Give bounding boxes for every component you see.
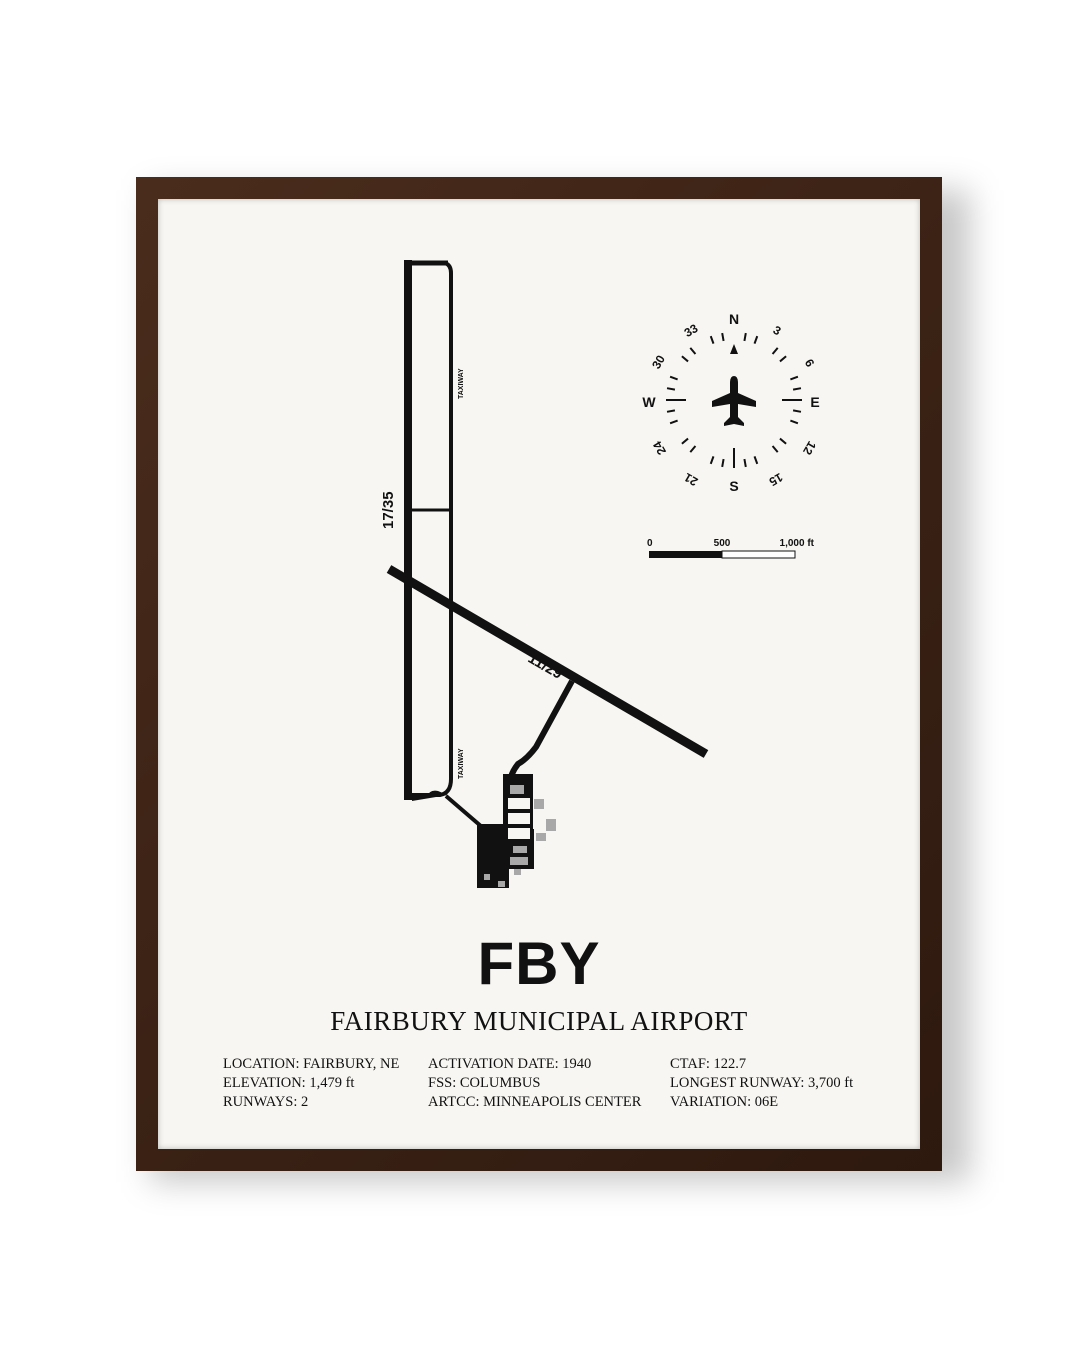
airplane-icon <box>712 376 756 426</box>
taxiway-corner-fillet <box>412 790 448 801</box>
scale-bar-white <box>721 550 796 559</box>
info-variation: VARIATION: 06E <box>670 1094 779 1110</box>
apron-area <box>477 774 556 888</box>
hangar-9 <box>510 857 528 865</box>
hangar-11 <box>498 881 505 887</box>
compass-w: W <box>642 394 656 410</box>
compass-tick <box>669 419 678 425</box>
info-column-1: LOCATION: FAIRBURY, NE ELEVATION: 1,479 … <box>223 1055 399 1112</box>
compass-tick <box>792 387 802 391</box>
compass-30: 30 <box>649 352 668 371</box>
compass-3: 3 <box>771 323 784 339</box>
compass-tick <box>666 409 676 413</box>
compass-tick <box>753 456 759 465</box>
scale-label-1000: 1,000 ft <box>780 538 815 549</box>
compass-tick <box>790 419 799 425</box>
compass-tick <box>721 458 725 468</box>
compass-tick <box>689 445 697 453</box>
hangar-7 <box>536 833 546 841</box>
compass-tick <box>790 375 799 381</box>
info-activation-date: ACTIVATION DATE: 1940 <box>428 1056 592 1072</box>
compass-tick <box>689 347 697 355</box>
info-location: LOCATION: FAIRBURY, NE <box>223 1056 400 1072</box>
north-arrow-icon <box>730 344 738 354</box>
compass-21: 21 <box>681 470 700 489</box>
label-runway-11-29: 11/29 <box>525 650 565 683</box>
compass-tick <box>709 456 715 465</box>
scale-label-0: 0 <box>647 538 653 549</box>
hangar-6 <box>546 819 556 831</box>
compass-tick <box>721 332 725 342</box>
compass-tick <box>669 375 678 381</box>
info-column-3: CTAF: 122.7 LONGEST RUNWAY: 3,700 ft VAR… <box>670 1055 853 1112</box>
compass-tick <box>743 332 747 342</box>
info-column-2: ACTIVATION DATE: 1940 FSS: COLUMBUS ARTC… <box>428 1055 641 1112</box>
label-runway-17-35: 17/35 <box>380 491 397 529</box>
hangar-3 <box>508 813 530 824</box>
compass-tick <box>779 437 787 445</box>
poster-frame: 17/35 11/29 TAXIWAY TAXIWAY N S E W 3 6 … <box>136 177 942 1171</box>
runway-17-35-group <box>404 260 484 829</box>
compass-n: N <box>729 311 739 327</box>
compass-tick <box>792 409 802 413</box>
compass-33: 33 <box>682 321 701 340</box>
compass-6: 6 <box>802 357 818 370</box>
poster-paper: 17/35 11/29 TAXIWAY TAXIWAY N S E W 3 6 … <box>158 199 920 1149</box>
info-longest-runway: LONGEST RUNWAY: 3,700 ft <box>670 1075 854 1091</box>
label-taxiway-upper: TAXIWAY <box>458 368 465 399</box>
info-artcc: ARTCC: MINNEAPOLIS CENTER <box>428 1094 642 1110</box>
airport-code: FBY <box>477 930 601 997</box>
info-fss: FSS: COLUMBUS <box>428 1075 541 1091</box>
hangar-5 <box>534 799 544 809</box>
hangar-12 <box>514 869 521 875</box>
compass-tick <box>681 355 689 363</box>
compass-s: S <box>729 478 738 494</box>
airport-diagram: 17/35 11/29 TAXIWAY TAXIWAY N S E W 3 6 … <box>380 260 820 888</box>
airport-name: FAIRBURY MUNICIPAL AIRPORT <box>330 1006 748 1036</box>
info-elevation: ELEVATION: 1,479 ft <box>223 1075 355 1091</box>
taxiway-11-29-connector <box>507 679 575 785</box>
compass-e: E <box>810 394 819 410</box>
compass-tick <box>771 445 779 453</box>
scale-bar-black <box>649 551 722 558</box>
label-taxiway-lower: TAXIWAY <box>458 748 465 779</box>
taxiway-parallel <box>412 261 453 797</box>
compass-15: 15 <box>766 470 785 489</box>
info-ctaf: CTAF: 122.7 <box>670 1056 747 1072</box>
taxiway-to-apron <box>444 794 484 829</box>
compass-24: 24 <box>650 438 669 457</box>
compass-tick <box>709 335 715 344</box>
compass-rose: N S E W 3 6 12 15 21 24 30 33 <box>642 311 819 494</box>
compass-12: 12 <box>800 439 819 458</box>
compass-tick <box>666 387 676 391</box>
info-runways: RUNWAYS: 2 <box>223 1094 309 1110</box>
scale-label-500: 500 <box>714 538 731 549</box>
compass-tick <box>681 437 689 445</box>
scale-bar: 0 500 1,000 ft <box>647 538 815 559</box>
hangar-8 <box>513 846 527 853</box>
hangar-2 <box>508 798 530 809</box>
compass-tick <box>743 458 747 468</box>
runway-17-35 <box>404 260 412 800</box>
runway-11-29 <box>386 565 709 758</box>
compass-tick <box>779 355 787 363</box>
hangar-1 <box>510 785 524 794</box>
compass-tick <box>771 347 779 355</box>
hangar-10 <box>484 874 490 880</box>
hangar-4 <box>508 828 530 839</box>
compass-ticks <box>666 332 802 468</box>
compass-tick <box>753 335 759 344</box>
